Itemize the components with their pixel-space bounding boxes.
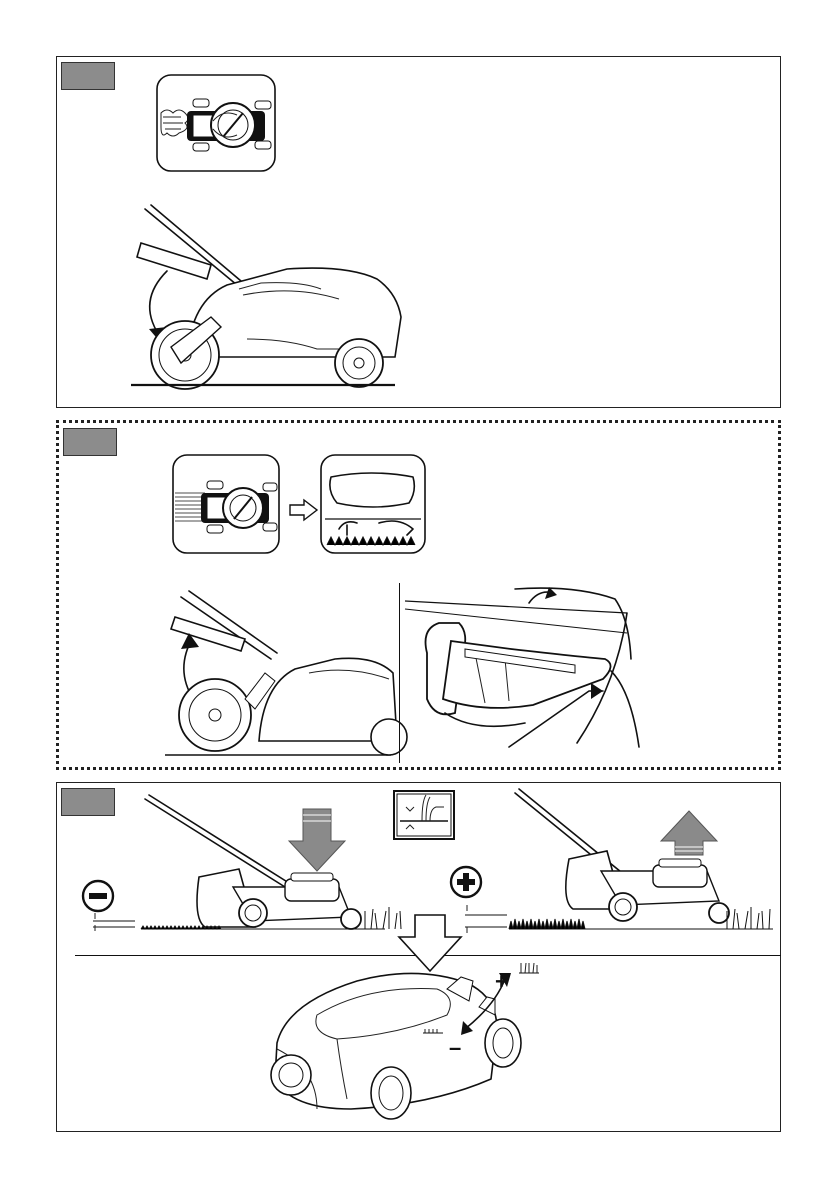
lawnmower-topview-collect-icon (171, 453, 283, 557)
height-decrease-label: – (449, 1037, 461, 1059)
height-increase-label: + (495, 971, 508, 993)
step-tab (63, 428, 117, 456)
mulch-section-icon (319, 453, 427, 557)
mulch-insert-detail-illustration (405, 583, 641, 763)
panel-1 (56, 56, 781, 408)
panel-2 (56, 420, 781, 770)
panel-3: + – (56, 782, 781, 1132)
mower-handle-raise-illustration (159, 587, 395, 765)
lawnmower-topview-mulch-icon (155, 73, 279, 175)
mower-raised-illustration (457, 789, 777, 939)
step-tab (61, 62, 115, 90)
figure-divider (399, 583, 400, 763)
arrow-right-icon (289, 499, 319, 521)
mower-lowered-illustration (85, 789, 411, 939)
mower-handle-lower-illustration (127, 205, 427, 395)
